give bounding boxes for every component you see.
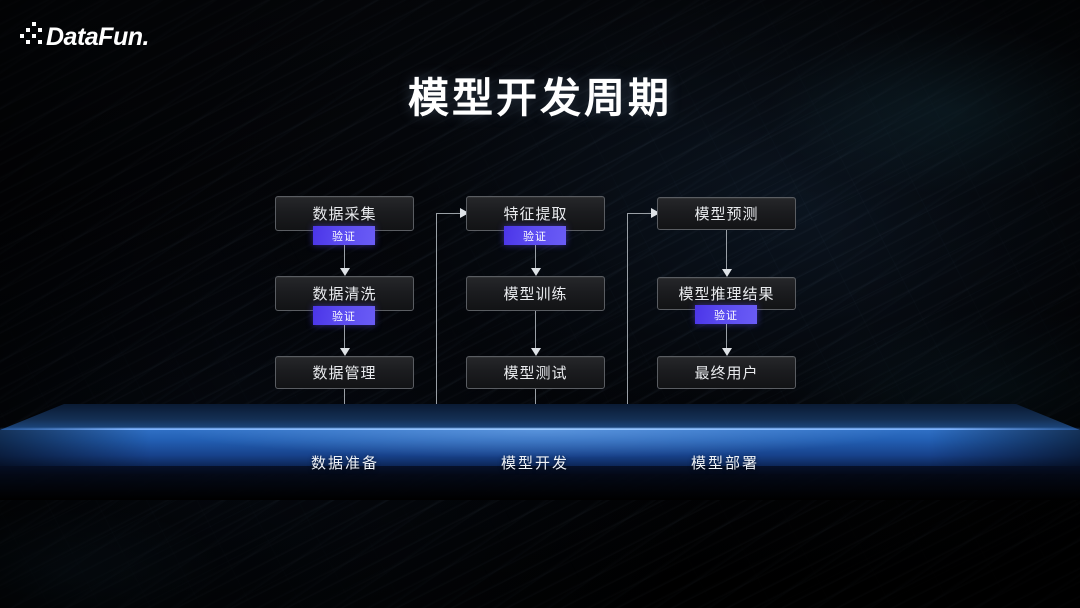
platform-edge-glow [0, 428, 1080, 431]
node-data-management[interactable]: 数据管理 [275, 356, 414, 389]
node-end-user[interactable]: 最终用户 [657, 356, 796, 389]
node-label: 模型测试 [503, 365, 568, 382]
phase-label-model-development: 模型开发 [500, 455, 569, 472]
node-model-testing[interactable]: 模型测试 [466, 356, 605, 389]
arrowhead-c1-n2 [340, 268, 350, 276]
badge-validation-data-cleaning[interactable]: 验证 [313, 306, 375, 325]
badge-label: 验证 [523, 230, 547, 243]
connector-c2-n2-n3 [535, 311, 536, 351]
badge-validation-model-inference-result[interactable]: 验证 [695, 305, 757, 324]
node-label: 最终用户 [694, 365, 759, 382]
connector-c1-n1-n2 [344, 245, 345, 271]
arrowhead-c3-n1 [651, 208, 660, 218]
phase-label-model-deployment: 模型部署 [690, 455, 759, 472]
connector-c3-n1-n2 [726, 230, 727, 274]
datafun-logo-icon: DataFun. [20, 22, 149, 51]
node-label: 模型训练 [503, 286, 568, 303]
badge-validation-feature-extraction[interactable]: 验证 [504, 226, 566, 245]
phase-label-data-preparation: 数据准备 [310, 455, 379, 472]
node-label: 模型推理结果 [678, 286, 775, 303]
connector-c3-n2-n3 [726, 324, 727, 351]
node-label: 数据管理 [312, 365, 377, 382]
connector-c1-up [436, 213, 437, 421]
node-data-collection[interactable]: 数据采集 [275, 196, 414, 231]
arrowhead-c2-n3 [531, 348, 541, 356]
badge-label: 验证 [714, 309, 738, 322]
node-data-cleaning[interactable]: 数据清洗 [275, 276, 414, 311]
arrowhead-c2-n1 [460, 208, 469, 218]
connector-c1-n2-n3 [344, 325, 345, 351]
phase-platform: 数据准备 模型开发 模型部署 [0, 404, 1080, 500]
svg-text:DataFun.: DataFun. [46, 23, 149, 51]
connector-c2-into-c3 [627, 213, 653, 214]
node-model-training[interactable]: 模型训练 [466, 276, 605, 311]
arrowhead-c1-n3 [340, 348, 350, 356]
connector-c1-into-c2 [436, 213, 462, 214]
node-label: 数据清洗 [312, 286, 377, 303]
badge-validation-data-collection[interactable]: 验证 [313, 226, 375, 245]
datafun-logo: DataFun. [18, 18, 154, 52]
arrowhead-c2-n2 [531, 268, 541, 276]
platform-top-face [0, 404, 1080, 430]
connector-c2-up [627, 213, 628, 421]
arrowhead-c3-n3 [722, 348, 732, 356]
platform-shadow-fade [0, 466, 1080, 500]
node-label: 特征提取 [503, 206, 568, 223]
arrowhead-c3-n2 [722, 269, 732, 277]
node-label: 数据采集 [312, 206, 377, 223]
connector-c2-n1-n2 [535, 245, 536, 271]
badge-label: 验证 [332, 230, 356, 243]
badge-label: 验证 [332, 310, 356, 323]
node-model-inference-result[interactable]: 模型推理结果 [657, 277, 796, 310]
node-label: 模型预测 [694, 206, 759, 223]
page-title: 模型开发周期 [408, 75, 672, 121]
node-model-prediction[interactable]: 模型预测 [657, 197, 796, 230]
